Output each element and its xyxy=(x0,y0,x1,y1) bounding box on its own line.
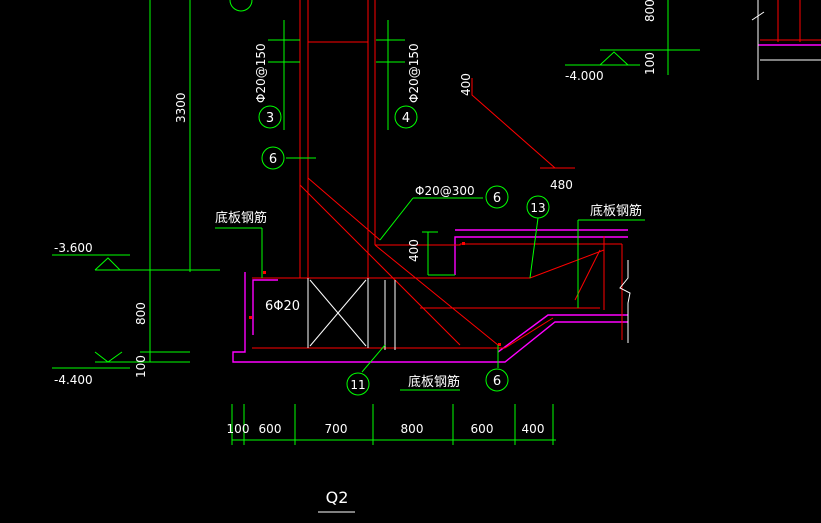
bottom-dim-400: 400 xyxy=(522,422,545,436)
bottom-slab-rebar-label-right: 底板钢筋 xyxy=(590,203,642,219)
dim-400-top: 400 xyxy=(459,73,473,96)
elevation-neg3600: -3.600 xyxy=(54,241,93,255)
elevation-neg4400: -4.400 xyxy=(54,373,93,387)
rebar-label-3: Φ20@150 xyxy=(254,43,268,103)
rebar-dots xyxy=(249,242,501,346)
callout-circle-top xyxy=(229,0,253,12)
circle-6-left-label: 6 xyxy=(269,152,277,167)
callout-circle-6-top: 6 xyxy=(485,185,509,209)
section-title: Q2 xyxy=(326,488,349,507)
bottom-dim-800: 800 xyxy=(401,422,424,436)
callout-circle-3: 3 xyxy=(258,105,282,129)
circle-3-label: 3 xyxy=(266,111,274,126)
circle-6-bottom-label: 6 xyxy=(493,374,501,389)
callout-circle-6-bottom: 6 xyxy=(485,368,509,392)
circle-11-label: 11 xyxy=(350,378,365,392)
elevation-neg4000: -4.000 xyxy=(565,69,604,83)
dim-480: 480 xyxy=(550,178,573,192)
dim-3300: 3300 xyxy=(174,92,188,123)
rebar-label-4: Φ20@150 xyxy=(407,43,421,103)
callout-circle-13: 13 xyxy=(526,195,550,219)
circle-4-label: 4 xyxy=(402,111,410,126)
callout-circle-4: 4 xyxy=(394,105,418,129)
rebar-label-6-top: Φ20@300 xyxy=(415,184,475,198)
dim-800-right: 800 xyxy=(643,0,657,22)
rebar-lines xyxy=(252,0,821,349)
bottom-dimension-labels: 100 600 700 800 600 400 xyxy=(227,422,545,436)
callout-circle-11: 11 xyxy=(346,372,370,396)
section-outline xyxy=(307,0,821,350)
bottom-dim-600a: 600 xyxy=(259,422,282,436)
bottom-dim-600b: 600 xyxy=(471,422,494,436)
rebar-label-6phi20: 6Φ20 xyxy=(265,299,300,314)
callout-circle-6-left: 6 xyxy=(261,146,285,170)
dimension-lines xyxy=(52,0,700,513)
bottom-dim-100: 100 xyxy=(227,422,250,436)
circle-6-top-label: 6 xyxy=(493,191,501,206)
concrete-outline xyxy=(232,44,821,363)
dim-400-mid: 400 xyxy=(407,239,421,262)
dim-100-right: 100 xyxy=(643,52,657,75)
bottom-slab-rebar-label-bottom: 底板钢筋 xyxy=(408,374,460,390)
dim-100-left: 100 xyxy=(134,355,148,378)
circle-13-label: 13 xyxy=(530,201,545,215)
bottom-dim-700: 700 xyxy=(325,422,348,436)
bottom-slab-rebar-label-left: 底板钢筋 xyxy=(215,210,267,226)
dim-800-left: 800 xyxy=(134,302,148,325)
